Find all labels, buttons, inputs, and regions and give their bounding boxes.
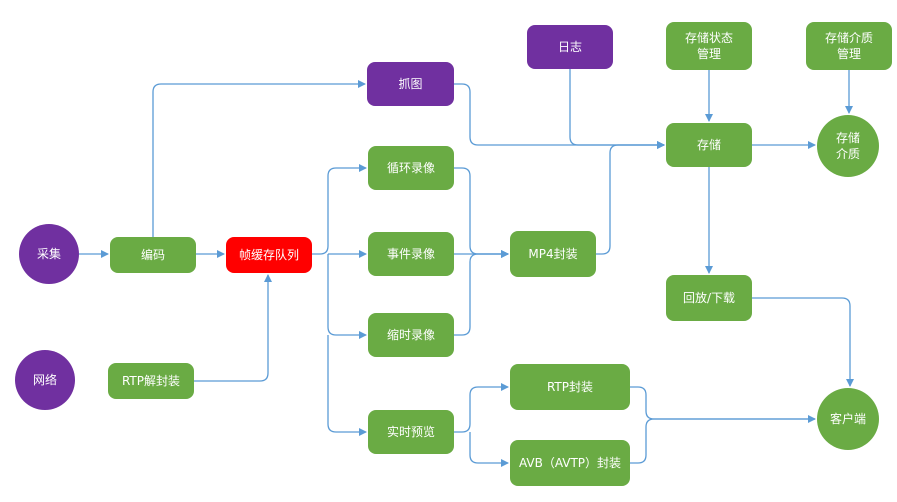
- node-storage-media: 存储 介质: [817, 115, 879, 177]
- edge-mp4-to-storage: [596, 141, 665, 255]
- node-snapshot: 抓图: [367, 62, 454, 106]
- node-rtp-depack: RTP解封装: [108, 363, 194, 399]
- edge-encode-to-snapshot: [152, 80, 366, 237]
- node-avb-pack: AVB（AVTP）封装: [510, 440, 630, 486]
- edge-rtp-pack-to-client: [630, 386, 816, 423]
- edge-rtp-depack-to-frame-queue: [194, 274, 272, 382]
- edge-timelapse-record-to-mp4: [454, 250, 509, 336]
- edge-log-to-storage: [569, 69, 665, 149]
- edge-frame-queue-to-timelapse-record: [327, 254, 367, 339]
- node-frame-queue: 帧缓存队列: [226, 237, 312, 273]
- edge-loop-record-to-mp4: [454, 167, 509, 258]
- node-capture: 采集: [19, 224, 79, 284]
- node-storage: 存储: [666, 123, 752, 167]
- node-client: 客户端: [817, 388, 879, 450]
- edge-frame-queue-to-live-preview: [327, 335, 367, 436]
- edge-snapshot-to-storage: [454, 83, 665, 149]
- edge-live-preview-to-rtp-pack: [454, 383, 509, 433]
- node-mp4-pack: MP4封装: [510, 231, 596, 277]
- node-live-preview: 实时预览: [368, 410, 454, 454]
- node-timelapse-record: 缩时录像: [368, 313, 454, 357]
- edge-avb-pack-to-client: [630, 418, 815, 464]
- edge-live-preview-to-avb-pack: [469, 432, 509, 467]
- node-storage-status-mgmt: 存储状态 管理: [666, 22, 752, 70]
- node-storage-media-mgmt: 存储介质 管理: [806, 22, 892, 70]
- node-log: 日志: [527, 25, 613, 69]
- edge-frame-queue-to-loop-record: [312, 164, 367, 255]
- node-loop-record: 循环录像: [368, 146, 454, 190]
- node-encode: 编码: [110, 237, 196, 273]
- node-network: 网络: [15, 350, 75, 410]
- node-event-record: 事件录像: [368, 232, 454, 276]
- edge-playback-to-client: [752, 297, 854, 387]
- node-rtp-pack: RTP封装: [510, 364, 630, 410]
- node-playback-download: 回放/下载: [666, 275, 752, 321]
